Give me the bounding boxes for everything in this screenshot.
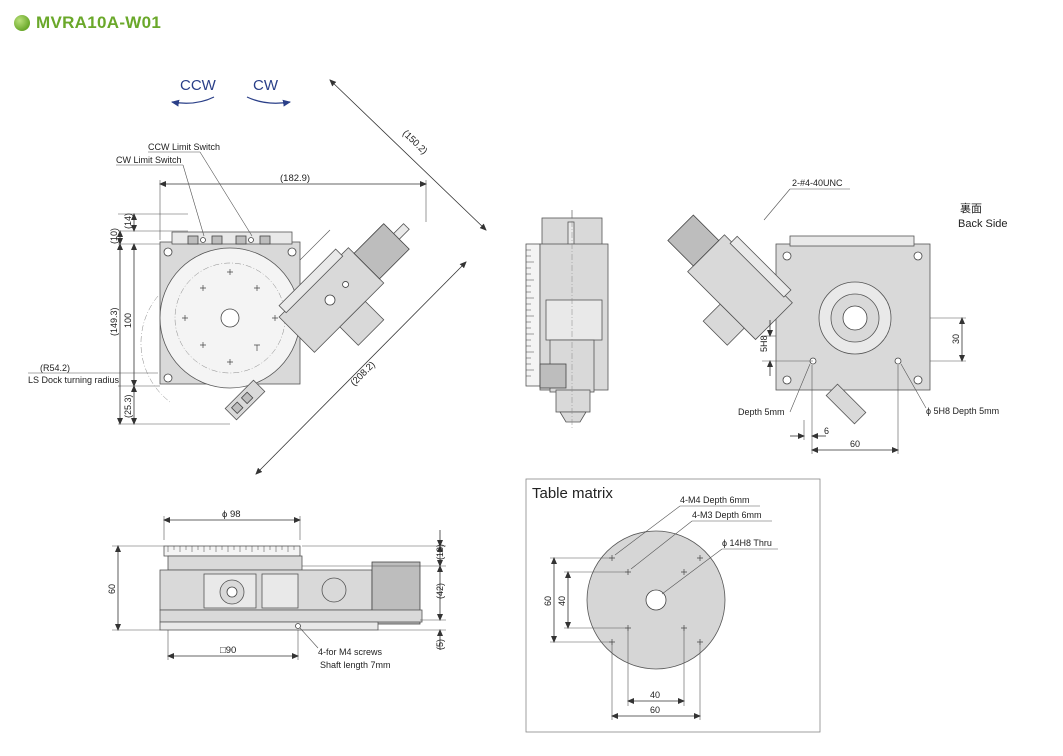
dim-diag-bottom: (208.2)	[349, 359, 378, 388]
dim-5h8: 5H8	[759, 335, 769, 352]
matrix-center-hole	[645, 589, 667, 611]
depth-5mm-label: Depth 5mm	[738, 407, 785, 417]
unc-label: 2-#4-40UNC	[792, 178, 843, 188]
dim-5: (5)	[435, 639, 445, 650]
side-scale	[525, 243, 541, 387]
dim-14: (14)	[123, 213, 133, 229]
screws-label-2: Shaft length 7mm	[320, 660, 391, 670]
page-title: MVRA10A-W01	[14, 13, 161, 33]
dim-60-front: 60	[107, 584, 117, 594]
ccw-limit-switch-label: CCW Limit Switch	[148, 142, 220, 152]
side-view	[525, 210, 609, 430]
front-view: ϕ 98 60 (13) (42) (5) □90 4-for M4 screw…	[107, 509, 446, 670]
dim-sq90: □90	[220, 645, 236, 656]
center-hole	[220, 308, 240, 328]
dim-diag-top: (150.2)	[400, 128, 429, 157]
cw-arrow-icon	[246, 96, 291, 107]
back-switch-block	[825, 383, 867, 425]
dim-40-v: 40	[557, 596, 567, 606]
dim-10: (10)	[109, 228, 119, 244]
back-pin-hole-right	[894, 357, 902, 365]
dim-40-h: 40	[650, 690, 660, 700]
back-side-label: Back Side	[958, 218, 1008, 230]
dim-60-back: 60	[850, 439, 860, 449]
dim-60-v: 60	[543, 596, 553, 606]
back-center-hole	[842, 305, 868, 331]
back-side-jp-label: 裏面	[960, 201, 982, 215]
dim-13: (13)	[435, 544, 445, 560]
dim-30: 30	[951, 334, 961, 344]
ccw-label: CCW	[180, 77, 217, 94]
top-view: (182.9) (150.2) (208.2) (14) (10) (149.3…	[28, 79, 487, 475]
back-motor-assembly	[667, 214, 793, 346]
dim-phi98: ϕ 98	[222, 509, 241, 520]
cw-limit-switch-label: CW Limit Switch	[116, 155, 182, 165]
title-bullet-icon	[14, 15, 30, 31]
model-name: MVRA10A-W01	[36, 13, 162, 32]
table-matrix: Table matrix 4-M4 Depth 6mm 4-M3 Depth 6…	[525, 478, 821, 733]
thru-label: ϕ 14H8 Thru	[722, 538, 772, 548]
screws-label-1: 4-for M4 screws	[318, 647, 383, 657]
dim-25-3: (25.3)	[123, 394, 133, 418]
m3-label: 4-M3 Depth 6mm	[692, 510, 762, 520]
rotation-direction: CCW CW	[171, 77, 291, 107]
ls-dock-label: LS Dock turning radius	[28, 375, 120, 385]
limit-switches	[187, 235, 271, 245]
dim-60-h: 60	[650, 705, 660, 715]
lower-switch-block	[224, 379, 266, 421]
phi-5h8-label: ϕ 5H8 Depth 5mm	[926, 406, 999, 416]
ccw-arrow-icon	[171, 96, 215, 107]
dim-6: 6	[824, 426, 829, 436]
table-matrix-title: Table matrix	[532, 485, 613, 502]
side-scale-ticks	[526, 249, 534, 377]
back-view: 裏面 Back Side 2-#4-40UNC 5H8 30	[667, 178, 1008, 454]
dim-42: (42)	[435, 583, 445, 599]
cw-label: CW	[253, 77, 279, 94]
front-scale-ticks	[167, 546, 295, 552]
front-scale-ring	[163, 545, 301, 557]
radius-label: (R54.2)	[40, 363, 70, 373]
dim-width: (182.9)	[280, 173, 310, 184]
dim-100: 100	[123, 313, 133, 328]
m4-label: 4-M4 Depth 6mm	[680, 495, 750, 505]
front-base	[159, 609, 423, 623]
dim-149-3: (149.3)	[109, 307, 119, 336]
